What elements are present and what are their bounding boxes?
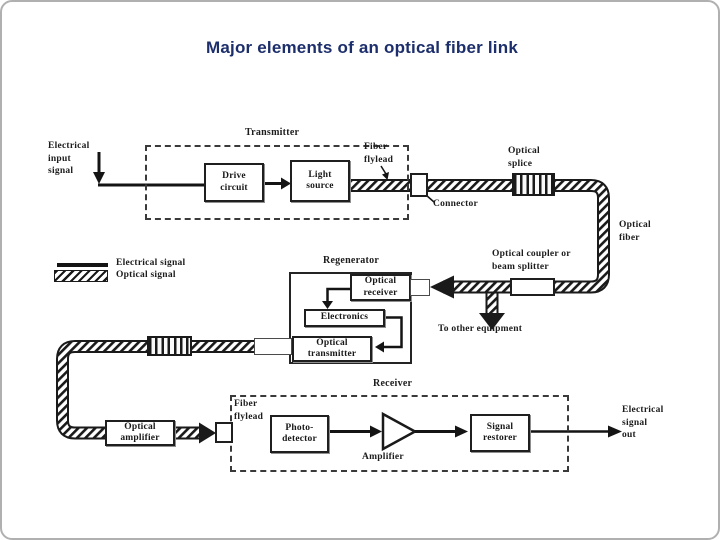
connector-bottom: [215, 422, 233, 443]
optical-splice-block-2: [147, 336, 192, 356]
receiver-label: Receiver: [373, 378, 413, 389]
electrical-input-signal-label: Electrical input signal: [48, 141, 90, 177]
transmitter-section-box: [145, 145, 409, 220]
photo-detector-block: Photo- detector: [270, 415, 329, 453]
regenerator-input-stub: [410, 279, 430, 296]
drive-circuit-block: Drive circuit: [204, 163, 264, 202]
electronics-to-transmitter-line: [384, 316, 403, 349]
arrow-to-transmitter-icon: [375, 341, 384, 353]
regenerator-label: Regenerator: [323, 255, 380, 266]
to-other-equipment-label: To other equipment: [438, 324, 523, 334]
light-source-block: Light source: [290, 160, 350, 202]
optical-coupler-block: [510, 278, 555, 296]
flylead-pointer-arrow-icon: [382, 172, 389, 180]
connector-top: [410, 173, 428, 197]
fiber-flylead-bottom-label: Fiber flylead: [234, 399, 264, 422]
legend-electrical-label: Electrical signal: [116, 258, 186, 268]
regenerator-output-stub: [254, 338, 292, 355]
optical-receiver-block: Optical receiver: [350, 274, 411, 301]
fiber-path-loop: [58, 342, 260, 438]
regenerator-section-box: [289, 272, 412, 364]
arrow-drive-to-light-icon: [281, 177, 291, 190]
arrow-down-to-equipment-icon: [479, 313, 505, 330]
arrow-input-down-icon: [93, 172, 105, 184]
arrow-to-restorer-icon: [455, 425, 468, 438]
page-title: Major elements of an optical fiber link: [206, 38, 518, 57]
fiber-flylead-top-label: Fiber flylead: [364, 142, 394, 165]
fiber-path-top: [350, 181, 608, 292]
optical-transmitter-block: Optical transmitter: [292, 336, 372, 362]
arrow-to-electronics-icon: [322, 301, 333, 309]
connector-label: Connector: [433, 199, 478, 209]
legend-optical-label: Optical signal: [116, 270, 176, 280]
optical-splice-label: Optical splice: [508, 146, 540, 169]
amplifier-label: Amplifier: [362, 452, 404, 462]
optical-coupler-label: Optical coupler or beam splitter: [492, 249, 571, 272]
arrow-into-regenerator-icon: [430, 275, 454, 299]
arrow-to-amplifier-icon: [370, 425, 382, 438]
transmitter-label: Transmitter: [245, 127, 300, 138]
electrical-signal-out-label: Electrical signal out: [622, 405, 664, 441]
flylead-pointer-line: [380, 165, 387, 175]
legend-optical-swatch-icon: [54, 270, 108, 282]
electronics-block: Electronics: [304, 309, 385, 327]
optical-splice-block: [512, 173, 555, 196]
signal-restorer-block: Signal restorer: [470, 414, 530, 452]
receiver-to-electronics-line: [326, 287, 350, 301]
arrow-into-receiver-icon: [199, 422, 216, 444]
optical-fiber-label: Optical fiber: [619, 220, 651, 243]
optical-amplifier-block: Optical amplifier: [105, 420, 175, 446]
arrow-signal-out-icon: [608, 425, 622, 438]
amplifier-triangle-icon: [381, 411, 418, 452]
